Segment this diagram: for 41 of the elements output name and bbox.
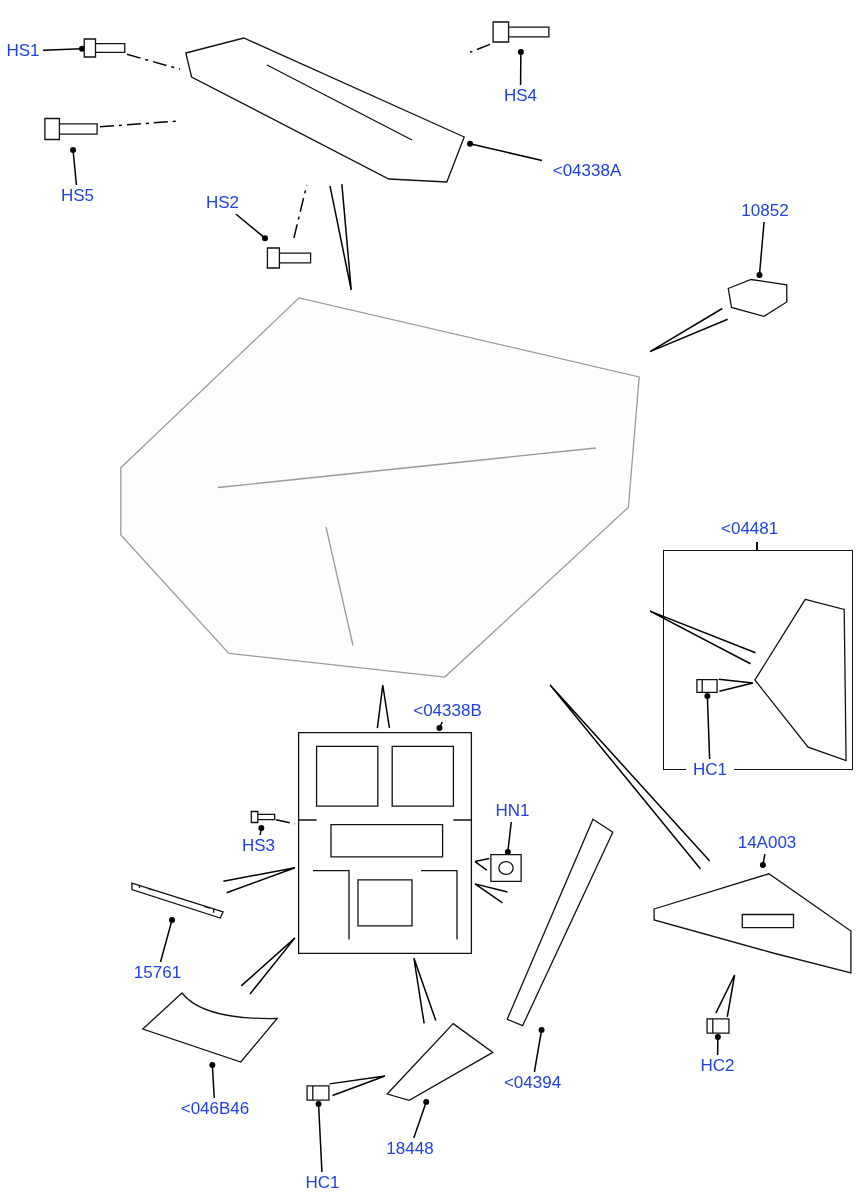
nut-drawing xyxy=(488,852,524,884)
side-panel-drawing xyxy=(753,596,848,764)
assembly-line xyxy=(126,53,181,70)
pointer-line xyxy=(717,678,754,692)
leader-line xyxy=(436,721,444,731)
clip-drawing xyxy=(705,1015,731,1037)
pointer-line xyxy=(240,937,296,995)
leader-line xyxy=(467,140,543,162)
trim-panel-drawing xyxy=(385,1022,495,1102)
leader-line xyxy=(517,49,524,86)
leader-line xyxy=(42,45,85,52)
cover-drawing xyxy=(140,990,280,1065)
clip-drawing xyxy=(695,676,719,696)
leader-line xyxy=(504,821,512,855)
strip-drawing xyxy=(130,880,225,920)
leader-line xyxy=(258,825,265,836)
leader-line xyxy=(235,213,268,242)
leader-line xyxy=(756,221,765,278)
leader-line xyxy=(533,1027,545,1073)
leader-line xyxy=(209,1062,216,1099)
pointer-line xyxy=(376,684,391,729)
leader-line xyxy=(714,1034,721,1056)
pointer-line xyxy=(474,857,490,871)
pointer-line xyxy=(413,957,437,1025)
leader-line xyxy=(413,1099,430,1139)
inset-heading: <04481 xyxy=(721,518,779,540)
pointer-line xyxy=(715,974,736,1018)
leader-line xyxy=(159,917,175,963)
leader-line xyxy=(70,147,78,186)
pointer-line xyxy=(549,684,711,870)
pointer-line xyxy=(649,610,757,665)
leader-line xyxy=(704,693,711,760)
pointer-line xyxy=(474,883,509,904)
pointer-line xyxy=(222,866,296,894)
leader-line xyxy=(315,1101,323,1173)
leader-line xyxy=(759,853,766,868)
pointer-line xyxy=(329,183,352,291)
clip-drawing xyxy=(305,1082,331,1104)
assembly-line xyxy=(469,43,491,54)
pointer-line xyxy=(328,1075,386,1097)
pointer-line xyxy=(649,307,729,353)
